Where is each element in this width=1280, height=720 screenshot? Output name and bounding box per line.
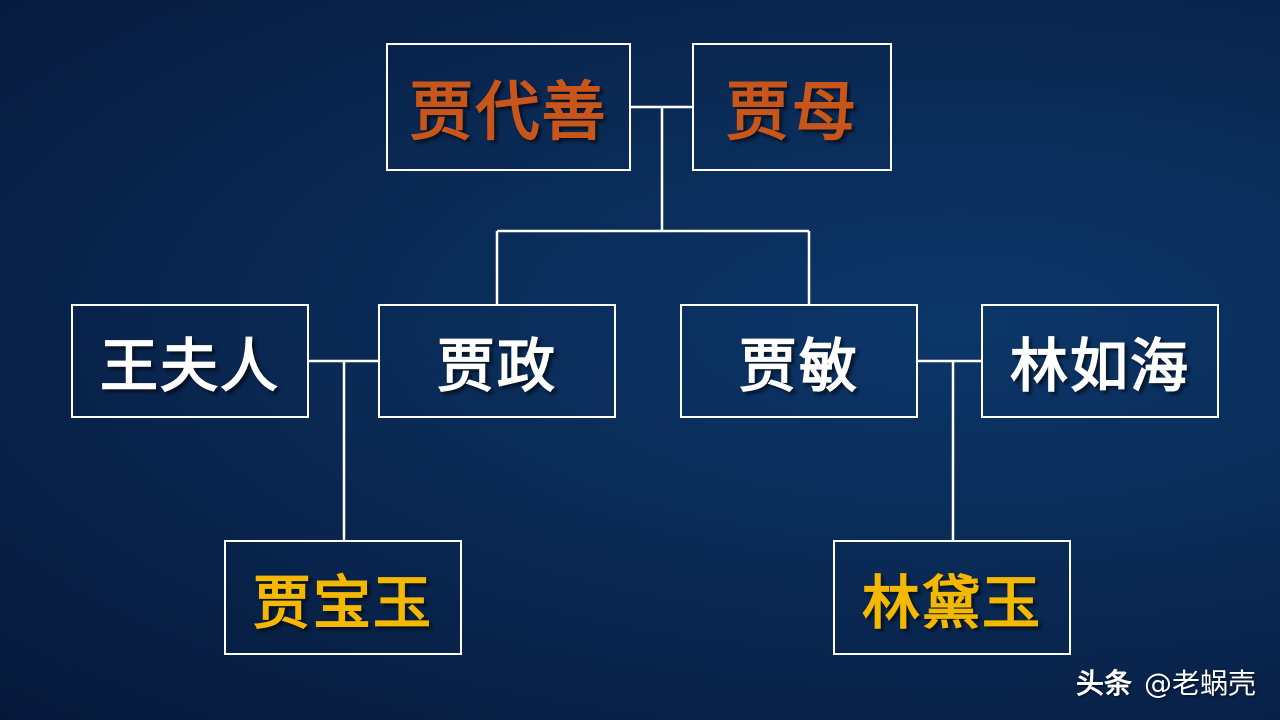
watermark: 头条 @老蜗壳: [1076, 662, 1256, 702]
node-label: 贾代善: [409, 76, 608, 150]
node-jia-mu: 贾母: [692, 43, 892, 171]
node-jia-daishan: 贾代善: [386, 43, 631, 171]
watermark-handle: @老蜗壳: [1143, 667, 1256, 700]
node-label: 贾宝玉: [252, 568, 433, 637]
node-lin-ruhai: 林如海: [981, 304, 1219, 418]
node-label: 林如海: [1009, 332, 1190, 400]
watermark-brand: 头条: [1075, 667, 1132, 700]
node-jia-zheng: 贾政: [378, 304, 616, 418]
node-label: 王夫人: [99, 332, 280, 400]
node-lin-daiyu: 林黛玉: [833, 540, 1071, 655]
node-wang-furen: 王夫人: [71, 304, 309, 418]
node-jia-baoyu: 贾宝玉: [224, 540, 462, 655]
node-label: 贾母: [726, 76, 858, 150]
node-jia-min: 贾敏: [680, 304, 918, 418]
node-label: 贾政: [436, 332, 557, 400]
node-label: 贾敏: [738, 332, 859, 400]
node-label: 林黛玉: [861, 568, 1042, 637]
